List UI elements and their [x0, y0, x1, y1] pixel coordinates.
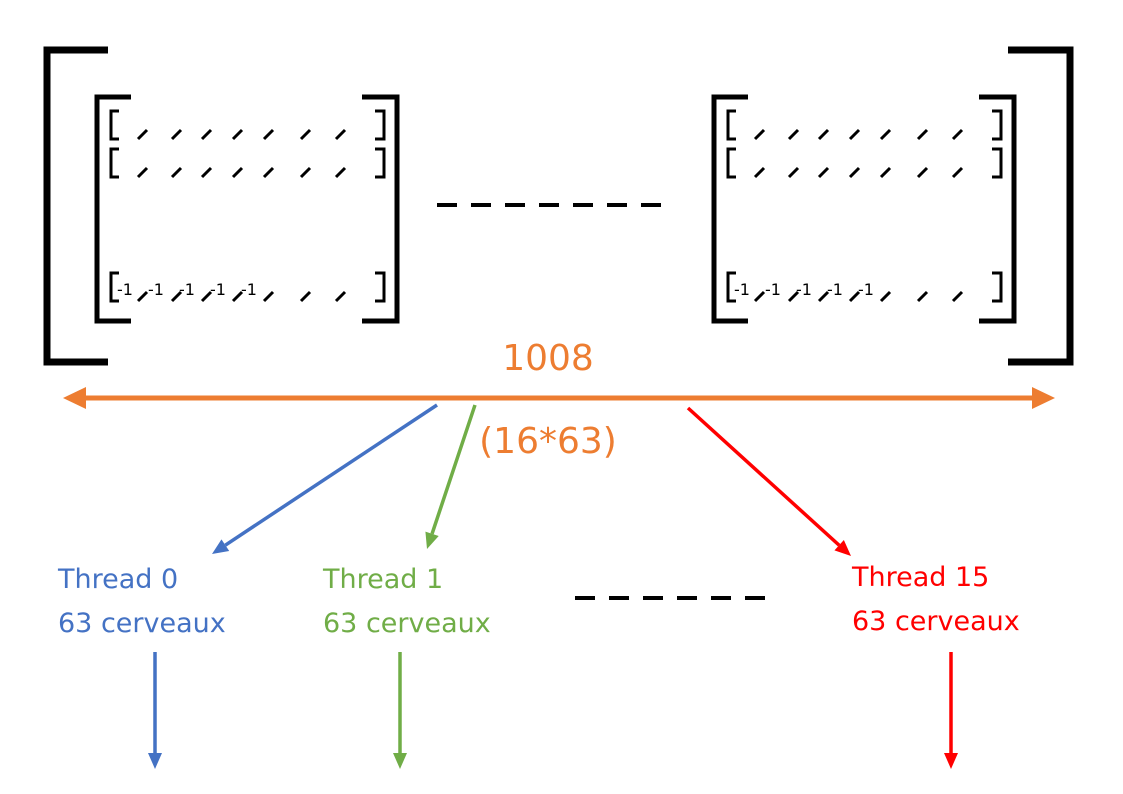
cell-separator: [200, 290, 213, 303]
cell-separator: [848, 290, 861, 303]
sub-matrix-0: -1 -1 -1 -1 -1: [94, 94, 400, 324]
cell-separator: [753, 166, 766, 179]
row-right-bracket: [992, 109, 1003, 141]
matrix-left-bracket: [711, 94, 748, 324]
span-arrow: [63, 387, 1055, 409]
matrix-row: [726, 147, 1003, 179]
row-right-bracket: [375, 109, 386, 141]
cell-separator: [136, 166, 149, 179]
arrow-to-thread-1: [425, 404, 477, 549]
arrow-to-thread-0: [212, 403, 438, 554]
cell-separator: [262, 290, 275, 303]
cell-separator: [879, 290, 892, 303]
row-right-bracket: [375, 271, 386, 303]
cell-separator: [200, 128, 213, 141]
cell-separator: [916, 128, 929, 141]
sub-matrix-1: -1 -1 -1 -1 -1: [711, 94, 1017, 324]
cell-separator: [879, 128, 892, 141]
thread-0-output-arrow: [148, 652, 162, 769]
matrix-row: -1 -1 -1 -1 -1: [726, 271, 1003, 303]
cell-separator: [262, 166, 275, 179]
outer-matrix-brackets: [43, 46, 1074, 366]
cell-separator: [170, 290, 183, 303]
matrix-row: -1 -1 -1 -1 -1: [109, 271, 386, 303]
row-left-bracket: [109, 109, 119, 141]
cell-separator: [817, 128, 830, 141]
row-left-bracket: [109, 271, 119, 303]
cell-separator: [299, 290, 312, 303]
cell-separator: [334, 290, 347, 303]
thread-1-count: 63 cerveaux: [323, 608, 491, 639]
cell-separator: [916, 290, 929, 303]
cell-value: -1: [179, 280, 195, 299]
cell-separator: [299, 128, 312, 141]
cell-separator: [787, 166, 800, 179]
cell-value: -1: [858, 280, 874, 299]
cell-separator: [951, 128, 964, 141]
cell-separator: [334, 128, 347, 141]
matrix-left-bracket: [94, 94, 131, 324]
row-left-bracket: [726, 147, 736, 179]
cell-value: -1: [796, 280, 812, 299]
thread-15-count: 63 cerveaux: [852, 606, 1020, 637]
cell-value: -1: [827, 280, 843, 299]
cell-separator: [262, 128, 275, 141]
thread-1-name: Thread 1: [322, 564, 443, 595]
cell-separator: [299, 166, 312, 179]
cell-separator: [136, 128, 149, 141]
thread-0-count: 63 cerveaux: [58, 608, 226, 639]
row-right-bracket: [992, 271, 1003, 303]
matrix-right-bracket: [362, 94, 400, 324]
matrix-row: [109, 109, 386, 141]
cell-separator: [787, 290, 800, 303]
cell-separator: [231, 166, 244, 179]
row-left-bracket: [726, 271, 736, 303]
row-right-bracket: [992, 147, 1003, 179]
span-total-label: 1008: [502, 338, 594, 379]
cell-separator: [170, 128, 183, 141]
cell-separator: [334, 166, 347, 179]
cell-separator: [916, 166, 929, 179]
cell-separator: [817, 290, 830, 303]
cell-value: -1: [210, 280, 226, 299]
cell-separator: [951, 290, 964, 303]
matrix-row: [109, 147, 386, 179]
thread-0-name: Thread 0: [57, 564, 178, 595]
cell-separator: [170, 166, 183, 179]
row-left-bracket: [109, 147, 119, 179]
cell-value: -1: [241, 280, 257, 299]
thread-15-name: Thread 15: [851, 562, 989, 593]
matrix-right-bracket: [979, 94, 1017, 324]
span-formula-label: (16*63): [479, 421, 617, 462]
thread-1: Thread 1 63 cerveaux: [322, 564, 491, 639]
cell-separator: [848, 128, 861, 141]
thread-15-output-arrow: [944, 652, 958, 769]
arrow-to-thread-15: [686, 406, 851, 556]
row-right-bracket: [375, 147, 386, 179]
cell-separator: [136, 290, 149, 303]
thread-15: Thread 15 63 cerveaux: [851, 562, 1020, 637]
row-left-bracket: [726, 109, 736, 141]
cell-separator: [817, 166, 830, 179]
cell-value: -1: [734, 280, 750, 299]
cell-separator: [848, 166, 861, 179]
thread-0: Thread 0 63 cerveaux: [57, 564, 226, 639]
cell-separator: [753, 128, 766, 141]
cell-separator: [200, 166, 213, 179]
cell-value: -1: [765, 280, 781, 299]
cell-separator: [231, 128, 244, 141]
cell-separator: [879, 166, 892, 179]
cell-separator: [951, 166, 964, 179]
sub-matrices: -1 -1 -1 -1 -1 -1 -1 -1 -1 -1: [94, 94, 1017, 324]
matrix-row: [726, 109, 1003, 141]
cell-separator: [753, 290, 766, 303]
cell-value: -1: [117, 280, 133, 299]
cell-separator: [231, 290, 244, 303]
cell-separator: [787, 128, 800, 141]
thread-1-output-arrow: [393, 652, 407, 769]
cell-value: -1: [148, 280, 164, 299]
